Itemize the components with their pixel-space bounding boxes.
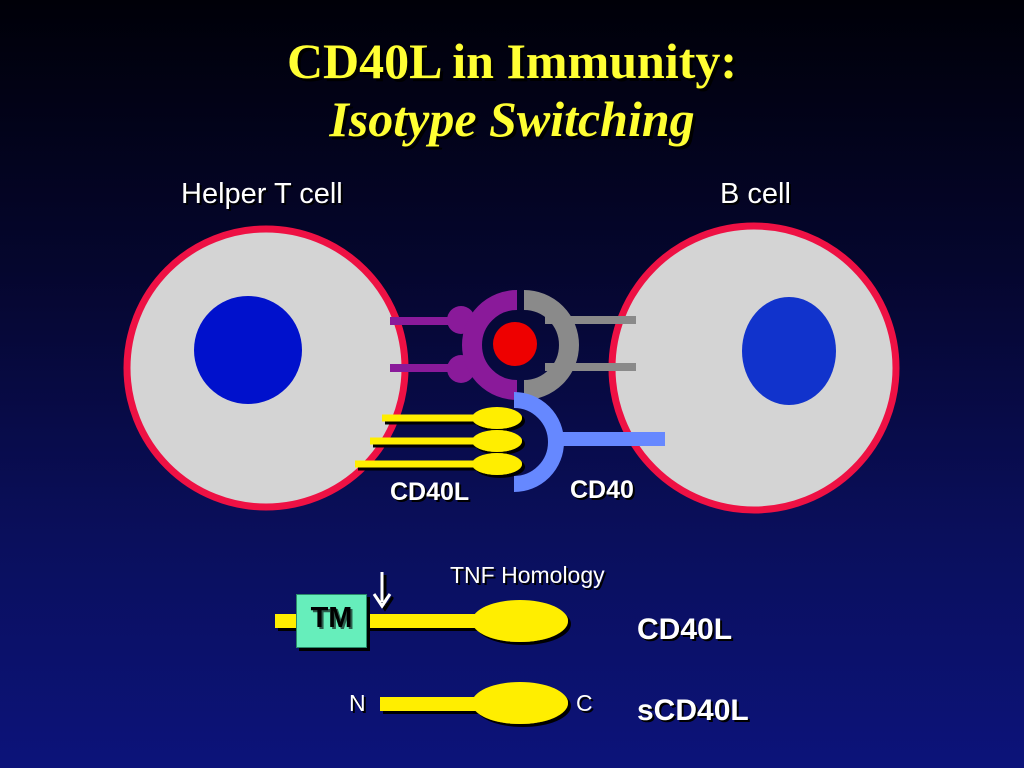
cd40-receptor — [513, 392, 665, 492]
tm-label: TM — [310, 601, 353, 634]
red-ligand — [493, 322, 537, 366]
scd40l-structure-label: sCD40L — [637, 694, 749, 727]
cd40l-label: CD40L — [390, 478, 470, 506]
cd40l-trimer — [355, 407, 522, 475]
purple-receptor — [390, 290, 518, 400]
b-cell-nucleus — [742, 297, 836, 405]
cd40l-structure-label: CD40L — [637, 613, 733, 646]
c-terminus-label: C — [576, 690, 593, 716]
helper-t-cell-label: Helper T cell — [181, 178, 343, 210]
slide-title: CD40L in Immunity: — [286, 33, 738, 89]
gray-receptor — [523, 290, 636, 400]
scd40l-structure — [380, 682, 568, 724]
tnf-homology-label: TNF Homology — [450, 562, 605, 588]
tm-box: TM — [296, 594, 367, 648]
slide-subtitle: Isotype Switching — [329, 91, 695, 147]
b-cell-label: B cell — [720, 178, 791, 210]
n-terminus-label: N — [349, 690, 366, 716]
helper-t-nucleus — [194, 296, 302, 404]
cd40-label: CD40 — [570, 476, 634, 504]
cleavage-arrow-icon — [372, 572, 392, 609]
